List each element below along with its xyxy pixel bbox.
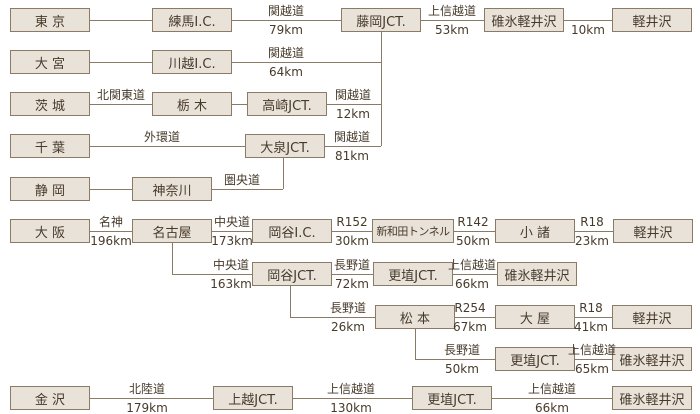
node-usui-karuizawa-3: 碓氷軽井沢 [612,347,692,371]
node-koshoku-jct-1: 更埴JCT. [373,262,453,286]
connector-line [327,104,381,105]
connector-line-vertical [415,329,416,359]
node-joetsu-jct: 上越JCT. [213,386,293,410]
node-karuizawa-2: 軽井沢 [613,219,693,243]
connector-line [90,146,245,147]
connector-line-vertical [283,158,284,189]
node-okaya-jct: 岡谷JCT. [252,262,332,286]
node-fujioka-jct: 藤岡JCT. [341,8,421,32]
connector-line [232,20,341,21]
node-komoro: 小 諸 [495,219,575,243]
connector-line [492,398,612,399]
connector-line-vertical [290,286,291,317]
node-usui-karuizawa-1: 碓氷軽井沢 [484,8,564,32]
node-tochigi: 栃 木 [152,92,232,116]
connector-line [212,189,283,190]
node-shizuoka: 静 岡 [10,177,90,201]
node-matsumoto: 松 本 [375,305,455,329]
connector-line-vertical [172,243,173,274]
connector-line [90,20,152,21]
connector-line [90,398,213,399]
connector-line [575,317,612,318]
node-shinwada-tunnel: 新和田トンネル [372,219,454,243]
node-okaya-ic: 岡谷I.C. [252,219,332,243]
connector-line [421,20,484,21]
node-kanazawa: 金 沢 [10,386,90,410]
connector-line [453,274,497,275]
node-koshoku-jct-2: 更埴JCT. [495,347,575,371]
node-oizumi-jct: 大泉JCT. [245,134,325,158]
connector-line [232,62,381,63]
connector-line [415,359,495,360]
connector-line [232,104,247,105]
connector-line [90,231,132,232]
node-koshoku-jct-3: 更埴JCT. [412,386,492,410]
connector-line [290,317,375,318]
connector-line [325,146,381,147]
node-karuizawa-1: 軽井沢 [612,8,692,32]
connector-line [293,398,412,399]
connector-line [90,62,152,63]
connector-line [90,104,152,105]
node-nagoya: 名古屋 [132,219,212,243]
node-usui-karuizawa-2: 碓氷軽井沢 [497,262,577,286]
connector-line [455,317,495,318]
node-tokyo: 東 京 [10,8,90,32]
label-10km: 10km [571,23,605,37]
node-omiya: 大 宮 [10,50,90,74]
connector-line-vertical [381,32,382,146]
node-chiba: 千 葉 [10,134,90,158]
connector-line [454,231,495,232]
node-oya: 大 屋 [495,305,575,329]
connector-line [212,231,252,232]
node-takasaki-jct: 高崎JCT. [247,92,327,116]
connector-line [564,20,612,21]
connector-line [172,274,252,275]
node-kanagawa: 神奈川 [132,177,212,201]
connector-line [575,359,612,360]
node-usui-karuizawa-4: 碓氷軽井沢 [612,386,692,410]
label-kenodo: 圏央道 [223,173,260,187]
connector-line [90,189,132,190]
node-nerima-ic: 練馬I.C. [152,8,232,32]
connector-line [332,274,373,275]
label-kitakanto: 北関東道 [96,88,145,102]
node-karuizawa-3: 軽井沢 [612,305,692,329]
connector-line [332,231,372,232]
node-kawagoe-ic: 川越I.C. [152,50,232,74]
connector-line [575,231,613,232]
node-osaka: 大 阪 [10,219,90,243]
label-gaikan: 外環道 [143,130,180,144]
node-ibaraki: 茨 城 [10,92,90,116]
